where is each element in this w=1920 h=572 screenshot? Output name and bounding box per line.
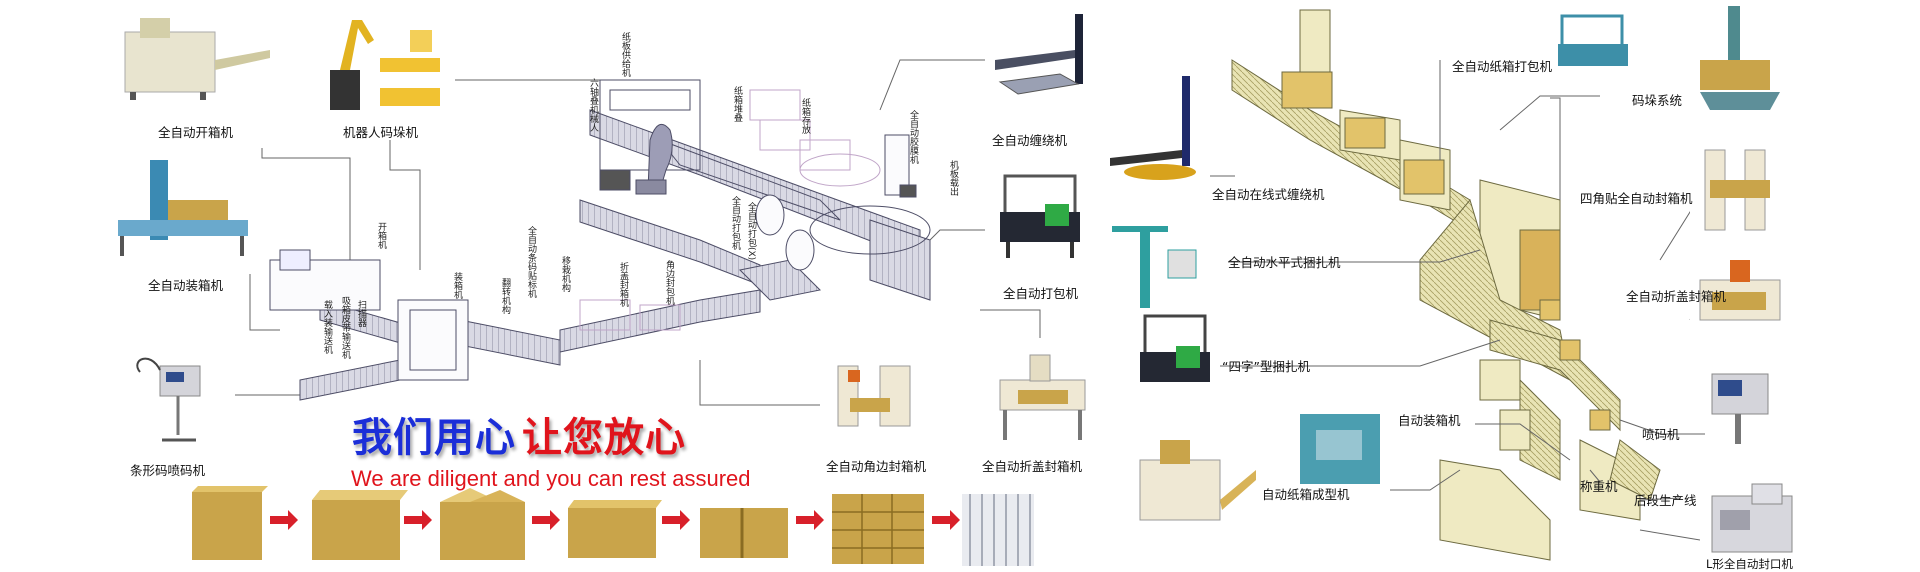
label-weigher: 称重机 [1580, 479, 1618, 494]
line-label: 六轴叠机械人 [588, 78, 598, 132]
carton-icon [568, 500, 662, 558]
line-drawing-left [269, 79, 931, 401]
card-wrapper [985, 4, 1095, 110]
line-label: 吸箱皮带输送机 [340, 296, 350, 359]
label-palletizing: 码垛系统 [1632, 93, 1683, 108]
line-label: 装箱机 [452, 272, 462, 299]
label-case-packer: 全自动装箱机 [148, 278, 224, 293]
label-horizontal: 全自动水平式捆扎机 [1228, 255, 1341, 270]
label-carton-erector: 全自动开箱机 [158, 125, 234, 140]
label-auto-packer: 自动装箱机 [1398, 413, 1461, 428]
thumb-fold-sealer [1690, 250, 1790, 350]
line-label: 翻转机构 [500, 278, 510, 314]
line-label: 全自动条码贴标机 [526, 226, 536, 298]
card-fold-sealer [985, 338, 1095, 452]
label-fold-sealer-right: 全自动折盖封箱机 [1626, 289, 1727, 304]
slogan-cn-part1: 我们用心 [352, 415, 516, 461]
line-label: 机板载出 [948, 160, 958, 196]
carton-icon [312, 490, 408, 560]
carton-icon [700, 508, 788, 558]
card-coder [110, 340, 225, 452]
thumb-cross-strap [1130, 310, 1220, 410]
slogan-en: We are diligent and you can rest assured [351, 466, 751, 491]
card-strapper [985, 164, 1095, 268]
line-label: 全自动打包机 [730, 196, 740, 250]
line-label: 载入装输送机 [322, 300, 332, 354]
line-label: 纸板供给机 [620, 32, 630, 77]
thumb-palletizing [1690, 2, 1790, 122]
arrow-right-icon [932, 510, 960, 530]
carton-icon [832, 494, 924, 564]
thumb-coder [1705, 370, 1775, 450]
label-strap-top: 全自动纸箱打包机 [1452, 59, 1553, 74]
label-four-corner: 四角贴全自动封箱机 [1580, 191, 1693, 206]
thumb-l-sealer [1700, 476, 1810, 568]
carton-icon [440, 488, 525, 560]
label-corner-sealer: 全自动角边封箱机 [826, 459, 927, 474]
label-l-sealer: L形全自动封口机 [1706, 557, 1793, 571]
thumb-strap-top [1552, 8, 1636, 78]
card-corner-sealer [822, 340, 932, 450]
label-strapper: 全自动打包机 [1003, 286, 1079, 301]
label-fold-sealer: 全自动折盖封箱机 [982, 459, 1083, 474]
thumb-former [1130, 430, 1256, 542]
thumb-horizontal [1106, 210, 1216, 320]
label-cross-strap: “四字”型捆扎机 [1222, 359, 1310, 374]
arrow-right-icon [270, 510, 298, 530]
label-upstream: 后段生产线 [1634, 493, 1697, 508]
line-label: 折盖封箱机 [618, 262, 628, 307]
arrow-right-icon [662, 510, 690, 530]
line-label: 扫描器 [356, 300, 366, 327]
label-coder-right: 喷码机 [1642, 427, 1680, 442]
label-wrapper: 全自动缠绕机 [992, 133, 1068, 148]
card-robot-palletizer [315, 2, 450, 116]
arrow-right-icon [532, 510, 560, 530]
line-label: 角边封包机 [664, 260, 674, 305]
carton-icon [192, 486, 268, 560]
label-former: 自动纸箱成型机 [1262, 487, 1350, 502]
arrow-right-icon [796, 510, 824, 530]
line-label: 开箱机 [376, 222, 386, 249]
thumb-inline-wrap [1106, 70, 1206, 180]
label-inline-wrap: 全自动在线式缠绕机 [1212, 187, 1325, 202]
line-label: 全自动胶膜机 [908, 110, 918, 164]
label-robot-palletizer: 机器人码垛机 [343, 125, 419, 140]
line-label: 全自动打包(X) [746, 202, 756, 261]
line-label: 纸箱存放 [800, 98, 810, 134]
thumb-auto-packer [1290, 396, 1390, 496]
arrow-right-icon [404, 510, 432, 530]
thumb-four-corner [1690, 140, 1790, 250]
carton-icon [962, 494, 1034, 566]
line-label: 纸箱堆叠 [732, 86, 742, 122]
label-coder: 条形码喷码机 [130, 463, 206, 478]
line-label: 移栽机构 [560, 256, 570, 292]
slogan-cn-part2: 让您放心 [522, 415, 686, 461]
line-drawing-right [1231, 9, 1661, 561]
card-carton-erector [110, 2, 280, 116]
carton-sequence [192, 486, 1034, 566]
card-case-packer [110, 152, 255, 274]
